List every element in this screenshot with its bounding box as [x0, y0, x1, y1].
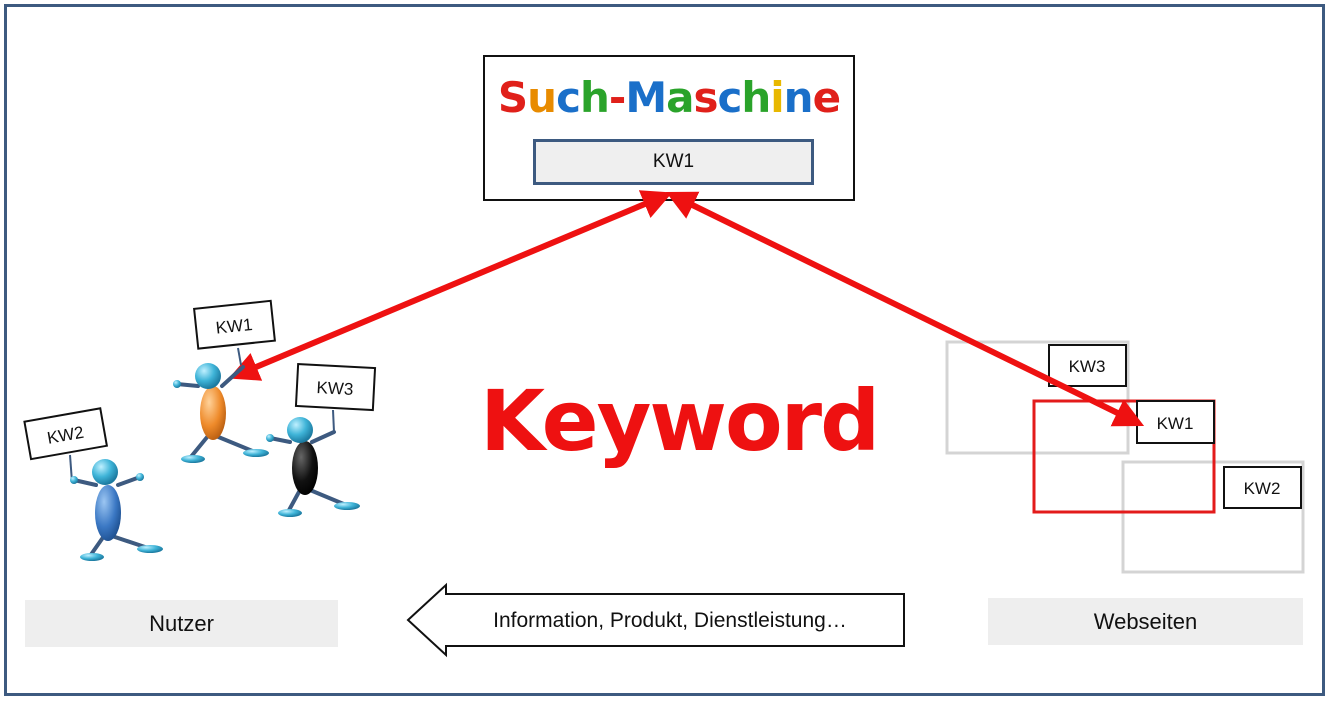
- search-engine-title-letter: s: [693, 73, 718, 122]
- search-engine-title-letter: c: [556, 73, 581, 122]
- search-engine-title-letter: M: [625, 73, 667, 122]
- arrow-user-to-engine: [228, 190, 673, 381]
- user-sign-kw1: KW1: [193, 299, 276, 350]
- search-engine-query-field: KW1: [533, 139, 814, 185]
- user-sign-kw1-text: KW1: [215, 315, 254, 338]
- user-sign-kw3: KW3: [294, 362, 377, 412]
- search-engine-title-letter: n: [783, 73, 814, 122]
- webpage-label-kw2: KW2: [1223, 466, 1302, 509]
- search-engine-title-letter: u: [527, 73, 557, 122]
- websites-caption-text: Webseiten: [1093, 608, 1198, 634]
- arrow-engine-to-website: [665, 191, 1145, 427]
- webpage-label-kw3: KW3: [1048, 344, 1127, 387]
- webpage-label-kw2-text: KW2: [1244, 479, 1281, 498]
- diagram-frame: [4, 4, 1325, 696]
- webpage-label-kw1: KW1: [1136, 400, 1215, 444]
- user-figure-kw1: KW1: [173, 299, 276, 463]
- user-sign-kw2: KW2: [23, 407, 109, 461]
- search-engine-title-letter: a: [666, 73, 694, 122]
- users-caption-text: Nutzer: [149, 610, 214, 636]
- flow-arrow-label: Information, Produkt, Dienstleistung…: [493, 609, 847, 632]
- websites-caption: Webseiten: [988, 598, 1303, 645]
- users-caption: Nutzer: [25, 600, 338, 647]
- user-sign-kw3-text: KW3: [316, 378, 354, 399]
- search-engine-title-letter: i: [770, 73, 784, 122]
- search-engine-title-letter: h: [741, 73, 771, 122]
- user-figure-kw3: KW3: [266, 362, 377, 517]
- flow-arrow: Information, Produkt, Dienstleistung…: [406, 582, 905, 658]
- webpage-label-kw3-text: KW3: [1069, 357, 1106, 376]
- user-figure-kw2: KW2: [23, 407, 163, 561]
- search-engine-title-letter: h: [579, 73, 610, 122]
- search-engine-title: Such-Maschine: [485, 73, 853, 122]
- search-engine-title-letter: e: [812, 73, 841, 122]
- webpage-label-kw1-text: KW1: [1157, 414, 1194, 433]
- search-engine-title-letter: -: [608, 73, 626, 122]
- search-engine-title-letter: c: [717, 73, 742, 122]
- search-engine-title-letter: S: [497, 73, 528, 122]
